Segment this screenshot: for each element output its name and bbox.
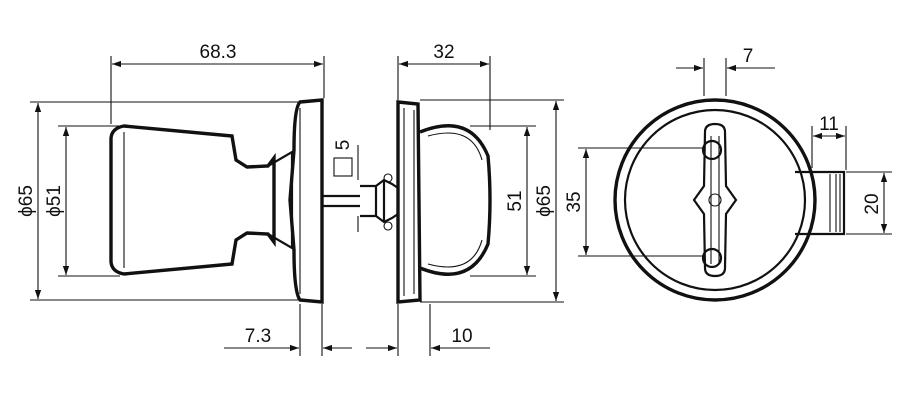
- turn-center: [708, 193, 722, 207]
- turn-piece: [692, 122, 738, 278]
- dim-inside-thickness: 10: [451, 326, 472, 347]
- inside-knob-dome-inner: [427, 132, 483, 268]
- spindle-square-symbol: [333, 157, 353, 177]
- dim-inner-knob-height: 51: [505, 190, 526, 211]
- inside-rose: [396, 100, 422, 304]
- dim-outer-dia-right: ϕ65: [534, 185, 555, 217]
- cylinder-housing: [795, 170, 846, 236]
- cylinder-hatch: [829, 174, 841, 232]
- spindle: [322, 194, 360, 208]
- dimension-labels: 68.3 32 7 11 20 ϕ65 ϕ51 51 ϕ65 35 7.3 10…: [16, 42, 883, 347]
- turn-screw-bottom: [701, 247, 723, 269]
- dim-spindle-square: 5: [333, 140, 354, 151]
- turn-screw-top: [701, 139, 723, 161]
- dimension-lines: [30, 56, 892, 356]
- spindle-collar: [360, 178, 399, 224]
- front-outer-ring: [613, 98, 817, 302]
- dim-knob-length: 68.3: [200, 42, 237, 63]
- front-view: [613, 98, 846, 302]
- dim-rose-thickness: 7.3: [245, 326, 271, 347]
- knob-neck: [267, 150, 294, 250]
- inside-knob-view: [333, 100, 492, 304]
- turn-piece-slot: [710, 136, 720, 264]
- collar-detail-top: [383, 173, 393, 183]
- dim-turn-width: 7: [743, 46, 754, 67]
- dim-knob-dia: ϕ51: [44, 185, 65, 217]
- outside-knob-view: [109, 98, 360, 304]
- front-inner-ring: [623, 108, 807, 292]
- knob-body: [109, 124, 276, 276]
- inside-rose-inner: [403, 108, 415, 296]
- dim-rose-height: 35: [564, 191, 585, 212]
- inside-knob-dome: [419, 124, 492, 276]
- dim-cylinder-height: 20: [862, 193, 883, 214]
- collar-detail-bottom: [383, 221, 393, 231]
- dim-cylinder-offset: 11: [819, 114, 839, 135]
- dim-escutcheon-length: 32: [433, 42, 454, 63]
- rose-flange: [288, 98, 324, 304]
- dim-outer-dia-left: ϕ65: [16, 185, 37, 217]
